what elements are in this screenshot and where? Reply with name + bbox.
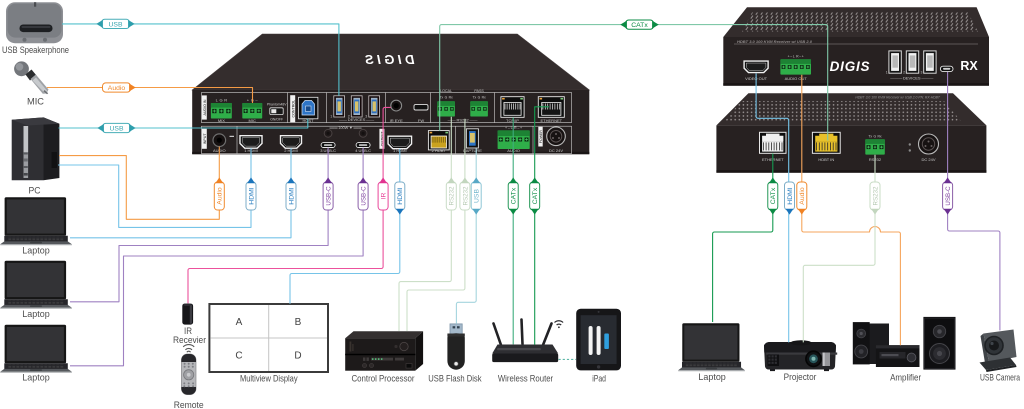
- svg-text:USB-C: USB-C: [945, 186, 952, 206]
- svg-text:CATx: CATx: [631, 22, 648, 29]
- svg-text:USB-C: USB-C: [361, 186, 368, 206]
- svg-text:Audio: Audio: [217, 187, 224, 205]
- svg-text:USB-C: USB-C: [326, 186, 333, 206]
- svg-text:RS232: RS232: [872, 186, 879, 205]
- svg-text:iPad: iPad: [592, 373, 606, 384]
- svg-text:FW: FW: [418, 118, 424, 123]
- svg-text:Laptop: Laptop: [22, 244, 49, 255]
- svg-text:Tx G Rx: Tx G Rx: [439, 95, 453, 99]
- svg-text:Control Processor: Control Processor: [351, 373, 414, 384]
- svg-text:Audio: Audio: [108, 85, 126, 92]
- svg-text:RX: RX: [960, 59, 978, 73]
- svg-text:CONTROL: CONTROL: [291, 100, 295, 118]
- svg-text:Laptop: Laptop: [22, 372, 49, 383]
- svg-text:Phantom48V: Phantom48V: [267, 103, 287, 107]
- svg-text:A: A: [236, 317, 243, 328]
- svg-text:CATx: CATx: [532, 187, 539, 204]
- svg-text:——— DEVICES ———: ——— DEVICES ———: [890, 76, 933, 81]
- svg-text:MIC: MIC: [27, 96, 44, 107]
- svg-text:CATx: CATx: [770, 187, 777, 204]
- svg-text:Remote: Remote: [174, 399, 204, 409]
- svg-text:L G R: L G R: [216, 97, 228, 102]
- svg-text:Amplifier: Amplifier: [890, 372, 921, 383]
- svg-text:2 HDBT: 2 HDBT: [432, 148, 447, 153]
- svg-text:HDMI: HDMI: [248, 187, 255, 204]
- svg-text:HDMI: HDMI: [288, 187, 295, 204]
- svg-text:—— DEVICES ——: —— DEVICES ——: [339, 117, 374, 122]
- svg-text:2: 2: [348, 115, 350, 119]
- svg-text:Tx G Rx: Tx G Rx: [472, 95, 486, 99]
- svg-text:1: 1: [330, 115, 332, 119]
- svg-text:DC 24V: DC 24V: [921, 157, 935, 162]
- svg-text:RS232: RS232: [462, 186, 469, 205]
- svg-text:LOCAL: LOCAL: [440, 89, 452, 93]
- svg-text:3: 3: [365, 115, 367, 119]
- svg-text:USB: USB: [474, 189, 481, 203]
- svg-text:═══ 100W ▼ ═══: ═══ 100W ▼ ═══: [328, 126, 361, 130]
- svg-text:ON/OFF: ON/OFF: [270, 118, 283, 122]
- svg-text:ETHERNET: ETHERNET: [541, 118, 563, 123]
- svg-text:HDMI: HDMI: [787, 187, 794, 204]
- svg-text:MIC: MIC: [249, 118, 256, 123]
- svg-text:+ – L R – +: + – L R – +: [788, 55, 804, 59]
- svg-text:Audio: Audio: [799, 187, 806, 205]
- svg-text:—— RS232 ——: —— RS232 ——: [448, 117, 478, 122]
- svg-text:HDBT 3.0 100 KVM Receiver w/ U: HDBT 3.0 100 KVM Receiver w/ USB 2.0: [737, 39, 813, 44]
- svg-text:PASS: PASS: [474, 89, 484, 93]
- svg-text:AUDIO OUT: AUDIO OUT: [785, 76, 808, 81]
- svg-text:USB Speakerphone: USB Speakerphone: [2, 44, 69, 55]
- svg-text:Tx G Rx: Tx G Rx: [868, 134, 882, 138]
- svg-text:CATx: CATx: [511, 187, 518, 204]
- svg-text:AUDIO IN: AUDIO IN: [203, 99, 207, 115]
- svg-text:Multiview Display: Multiview Display: [240, 373, 298, 384]
- svg-text:DIGIS: DIGIS: [362, 52, 415, 67]
- svg-text:RS232: RS232: [449, 186, 456, 205]
- svg-text:IR EYE: IR EYE: [390, 118, 403, 123]
- svg-text:Wireless Router: Wireless Router: [498, 373, 553, 384]
- svg-text:CAPTURE: CAPTURE: [463, 148, 482, 153]
- svg-text:MIX: MIX: [218, 118, 225, 123]
- svg-text:DIGIS: DIGIS: [830, 59, 871, 74]
- svg-text:IR: IR: [381, 193, 388, 200]
- svg-text:HDBT 3.0 100 KVM Receiver w/ U: HDBT 3.0 100 KVM Receiver w/ USB 2.0 PN:…: [855, 96, 941, 100]
- svg-text:DC 24V: DC 24V: [549, 148, 563, 153]
- svg-text:PC: PC: [29, 185, 41, 196]
- svg-text:B: B: [295, 317, 302, 328]
- svg-text:USB: USB: [109, 21, 123, 28]
- svg-text:D: D: [294, 351, 301, 362]
- svg-text:Recevier: Recevier: [173, 335, 206, 345]
- svg-text:HDBT IN: HDBT IN: [818, 157, 834, 162]
- svg-text:C: C: [235, 351, 242, 362]
- svg-text:2: 2: [903, 71, 905, 75]
- svg-text:POWER: POWER: [539, 130, 543, 144]
- svg-text:1: 1: [886, 71, 888, 75]
- svg-text:Laptop: Laptop: [698, 371, 725, 382]
- svg-text:USB Camera: USB Camera: [980, 372, 1021, 383]
- svg-text:Projector: Projector: [784, 371, 817, 382]
- svg-text:Laptop: Laptop: [22, 308, 49, 319]
- svg-text:USB Flash Disk: USB Flash Disk: [428, 373, 482, 384]
- svg-text:USB: USB: [110, 125, 124, 132]
- svg-text:INPUT: INPUT: [203, 133, 207, 145]
- svg-text:IR: IR: [184, 326, 192, 336]
- svg-text:HDMI: HDMI: [397, 187, 404, 204]
- svg-text:3: 3: [921, 71, 923, 75]
